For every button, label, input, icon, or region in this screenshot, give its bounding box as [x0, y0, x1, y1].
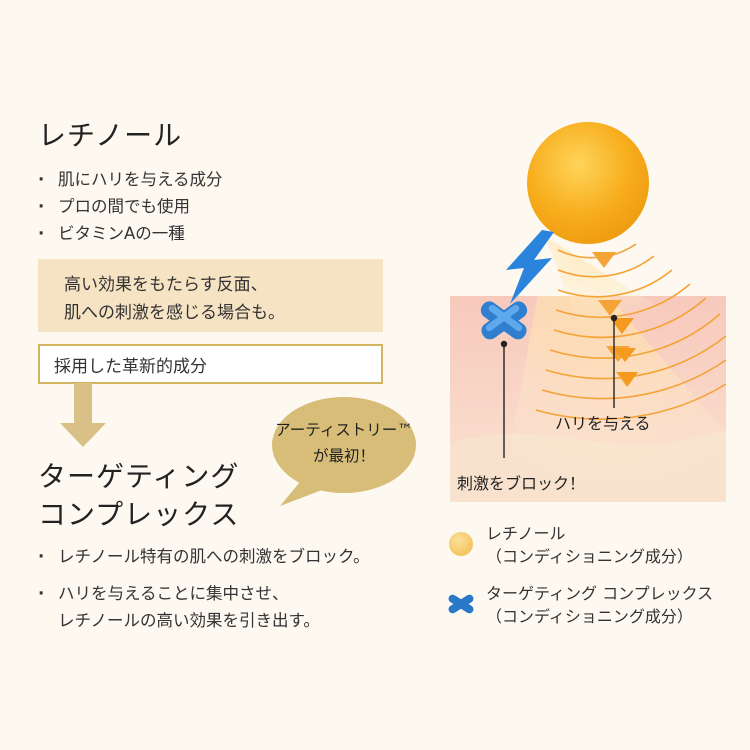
legend-name: ターゲティング コンプレックス [486, 584, 714, 603]
block-label: 刺激をブロック！ [457, 474, 586, 493]
skin-diagram [450, 122, 727, 502]
targeting-points: レチノール特有の肌への刺激をブロック。 ハリを与えることに集中させ、 レチノール… [36, 543, 370, 634]
blue-cross-icon [480, 301, 528, 340]
speech-bubble-text: アーティストリー™ が最初！ [264, 417, 424, 469]
targeting-title-line: コンプレックス [38, 498, 240, 531]
adopted-ingredient-box: 採用した革新的成分 [38, 344, 383, 384]
legend-name: レチノール [486, 524, 566, 543]
legend-item-retinol: レチノール （コンディショニング成分） [446, 524, 736, 578]
retinol-title: レチノール [38, 119, 183, 152]
down-arrow-icon [60, 383, 106, 447]
bubble-line-2: が最初！ [312, 447, 375, 465]
firmness-label: ハリを与える [555, 414, 651, 433]
targeting-point: レチノール特有の肌への刺激をブロック。 [36, 543, 370, 570]
wave-arcs [535, 229, 727, 420]
targeting-point: ハリを与えることに集中させ、 レチノールの高い効果を引き出す。 [36, 580, 370, 634]
pointer-lines [503, 318, 615, 458]
bubble-line-1: アーティストリー™ [275, 421, 413, 439]
lightning-icon [506, 230, 554, 304]
legend-sub: （コンディショニング成分） [486, 607, 693, 626]
retinol-point: 肌にハリを与える成分 [36, 166, 223, 193]
caution-line: 高い効果をもたらす反面、 [64, 275, 268, 295]
blue-cross-icon [448, 594, 474, 614]
caution-box: 高い効果をもたらす反面、 肌への刺激を感じる場合も。 [38, 259, 383, 332]
retinol-point: プロの間でも使用 [36, 193, 223, 220]
speech-bubble [272, 397, 416, 506]
caution-line: 肌への刺激を感じる場合も。 [64, 303, 285, 323]
retinol-sphere-icon [527, 122, 649, 244]
retinol-point: ビタミンAの一種 [36, 220, 223, 247]
retinol-points: 肌にハリを与える成分 プロの間でも使用 ビタミンAの一種 [36, 166, 223, 247]
targeting-title-line: ターゲティング [38, 460, 240, 493]
legend-sub: （コンディショニング成分） [486, 547, 693, 566]
retinol-sphere-icon [449, 532, 473, 556]
legend-item-targeting: ターゲティング コンプレックス （コンディショニング成分） [446, 584, 746, 636]
adopted-label: 採用した革新的成分 [54, 356, 207, 377]
targeting-title: ターゲティング コンプレックス [38, 458, 239, 534]
